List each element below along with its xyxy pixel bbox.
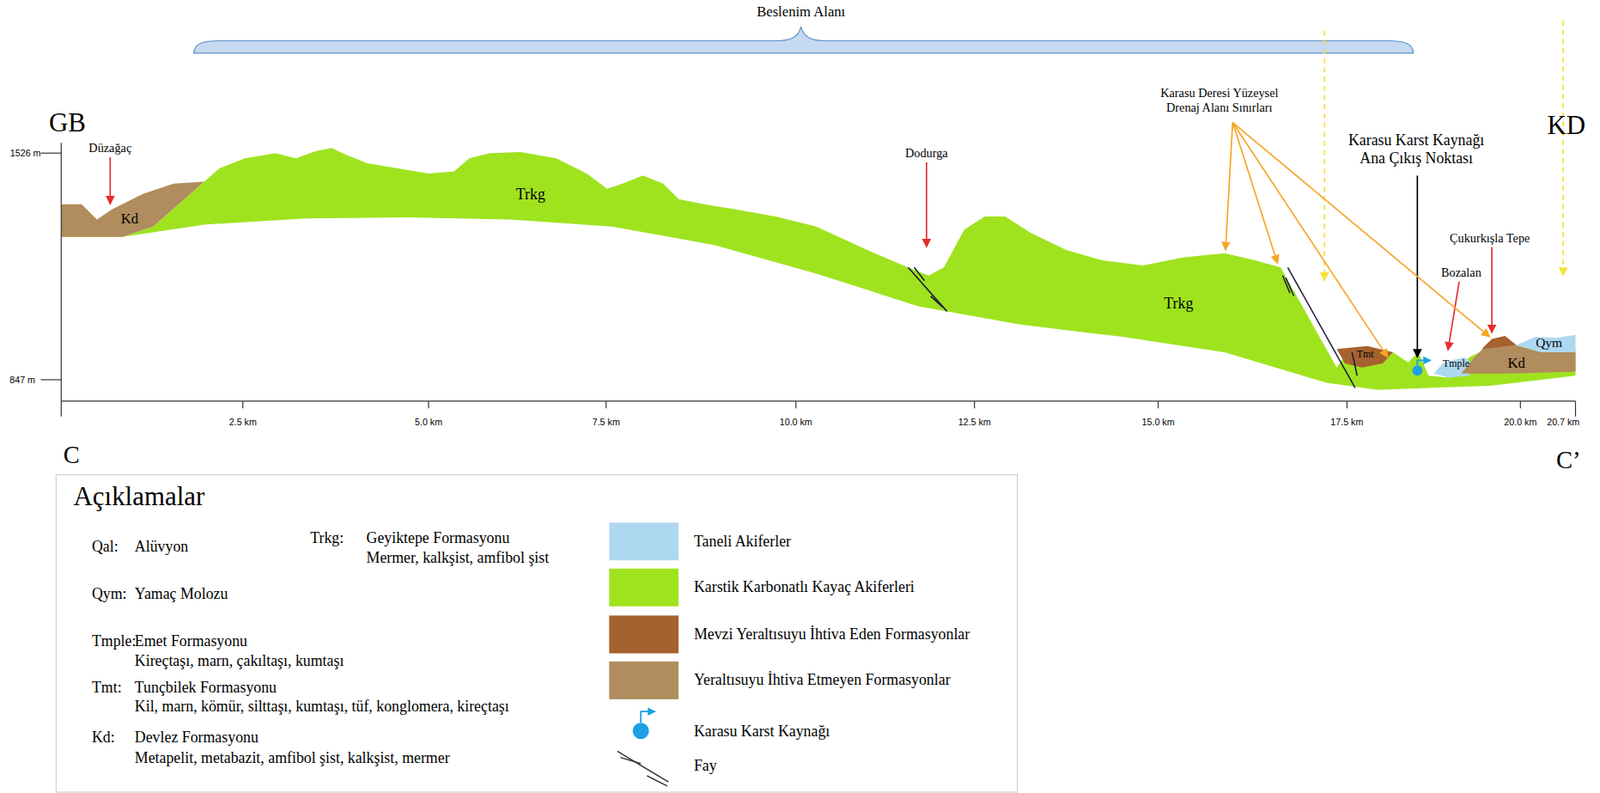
tmt-formation — [1336, 346, 1393, 368]
axis-tick-label: 10.0 km — [779, 416, 813, 428]
legend-text: Geyiktepe Formasyonu — [366, 528, 511, 547]
map-label: Tmt — [1356, 347, 1375, 360]
tepe-cap — [1481, 335, 1516, 349]
map-label: Beslenim Alanı — [756, 3, 846, 21]
axis-tick-label: 12.5 km — [958, 416, 992, 428]
axis-tick-label: 20.0 km — [1503, 416, 1537, 428]
legend-frame — [55, 474, 1017, 792]
legend-text: Qym: — [91, 584, 128, 603]
map-label: Qym — [1535, 334, 1563, 352]
legend-text: Tunçbilek Formasyonu — [134, 677, 277, 696]
map-label: Tmple — [1442, 357, 1470, 370]
legend-text: Taneli Akiferler — [693, 531, 791, 550]
map-label: Trkg — [1163, 293, 1193, 312]
map-label: GB — [48, 107, 86, 140]
map-label: Çukurkışla Tepe — [1449, 230, 1530, 245]
map-label: C’ — [1556, 445, 1582, 475]
legend-swatch — [608, 568, 679, 607]
axis-tick-label: 15.0 km — [1142, 416, 1175, 428]
legend-swatch — [608, 614, 679, 653]
legend-text: Karasu Karst Kaynağı — [693, 721, 830, 740]
spring-symbol — [632, 722, 650, 739]
legend-swatch — [608, 522, 679, 560]
legend-text: Açıklamalar — [73, 480, 206, 513]
legend-text: Fay — [693, 755, 718, 774]
legend-text: Trkg: — [310, 528, 344, 547]
boundary-line — [1323, 30, 1326, 281]
map-label: 847 m — [9, 374, 36, 386]
legend-text: Qal: — [91, 536, 119, 555]
legend-swatch — [608, 661, 679, 700]
legend-text: Alüvyon — [134, 536, 189, 555]
axis-tick-label: 2.5 km — [229, 416, 257, 428]
axis-tick-label: 7.5 km — [592, 416, 621, 428]
axis-tick-label: 5.0 km — [414, 416, 443, 428]
legend-text: Metapelit, metabazit, amfibol şist, kalk… — [134, 748, 451, 767]
legend-text: Kd: — [91, 727, 116, 746]
spring-symbol-arrow — [640, 711, 656, 723]
legend-text: Yamaç Molozu — [134, 584, 229, 603]
map-label: Dodurga — [905, 146, 949, 161]
map-label: Düzağaç — [88, 140, 132, 156]
legend-text: Mevzi Yeraltısuyu İhtiva Eden Formasyonl… — [693, 624, 970, 643]
fault-symbol — [617, 750, 669, 785]
recharge-brace — [194, 26, 1414, 54]
callout-arrows — [109, 122, 1492, 358]
qym-formation — [1516, 334, 1576, 353]
tmple-formation — [1433, 357, 1475, 378]
legend-text: Tmt: — [91, 677, 122, 696]
axes — [41, 142, 1576, 416]
map-label: Karasu Karst Kaynağı Ana Çıkış Noktası — [1334, 130, 1498, 168]
legend-text: Karstik Karbonatlı Kayaç Akiferleri — [693, 577, 915, 596]
axis-tick-label: 20.7 km — [1546, 416, 1580, 428]
map-label: Kd — [121, 210, 139, 228]
legend-text: Kireçtaşı, marn, çakıltaşı, kumtaşı — [134, 650, 345, 670]
map-label: KD — [1546, 109, 1586, 142]
legend-text: Devlez Formasyonu — [134, 727, 259, 746]
axis-tick-label: 17.5 km — [1330, 416, 1363, 428]
karst-aquifer — [60, 147, 1576, 390]
map-label: Bozalan — [1441, 265, 1482, 280]
karst-spring — [1411, 365, 1423, 376]
legend-text: Kil, marn, kömür, silttaşı, kumtaşı, tüf… — [134, 696, 510, 715]
kd-formation — [60, 181, 204, 237]
legend-text: Mermer, kalkşist, amfibol şist — [366, 547, 550, 566]
map-label: Kd — [1507, 354, 1525, 372]
map-label: Trkg — [516, 184, 546, 203]
legend-text: Yeraltısuyu İhtiva Etmeyen Formasyonlar — [693, 670, 951, 689]
map-label: Karasu Deresi Yüzeysel Drenaj Alanı Sını… — [1150, 85, 1289, 115]
map-label: C — [63, 440, 80, 470]
fault — [907, 267, 1357, 388]
legend-text: Tmple: — [91, 631, 136, 650]
legend-text: Emet Formasyonu — [134, 631, 248, 650]
map-label: 1526 m — [10, 147, 42, 159]
spring-arrow — [1417, 359, 1430, 366]
boundary-line — [1562, 20, 1564, 276]
